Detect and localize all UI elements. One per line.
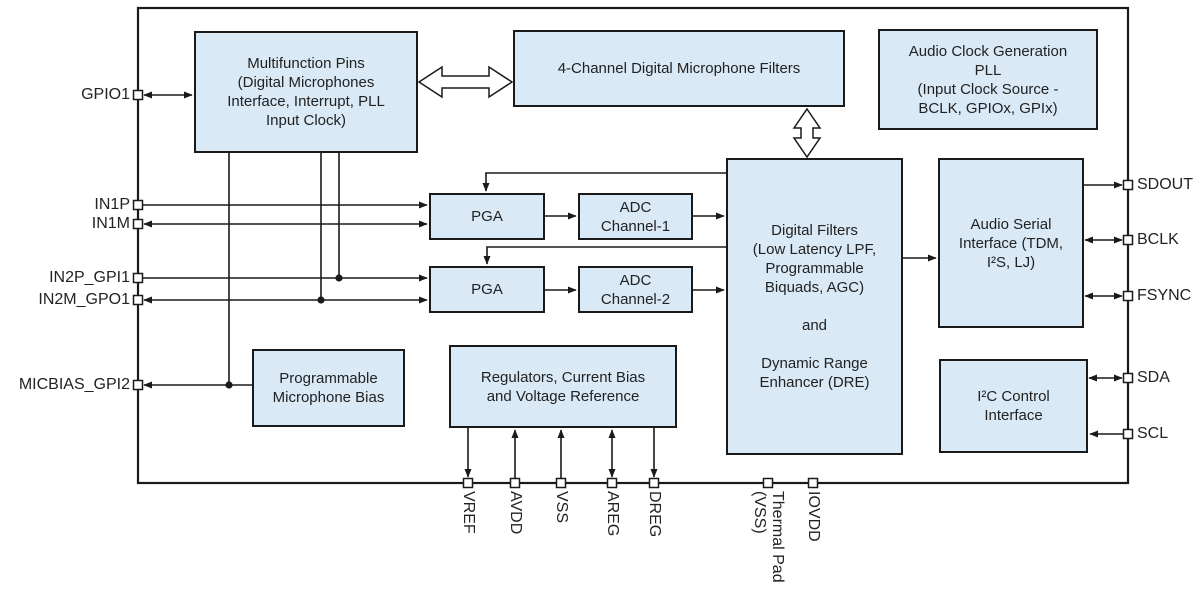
pin-label-avdd: AVDD xyxy=(507,491,524,535)
block-regulators-references: Regulators, Current Bias and Voltage Ref… xyxy=(449,345,677,428)
block-programmable-mic-bias: Programmable Microphone Bias xyxy=(252,349,405,427)
pin-gpio1 xyxy=(132,89,144,101)
pin-label-scl: SCL xyxy=(1137,425,1169,442)
pin-label-areg: AREG xyxy=(604,491,621,537)
block-4ch-digital-mic-filters: 4-Channel Digital Microphone Filters xyxy=(513,30,845,107)
block-adc-channel-1: ADC Channel-1 xyxy=(578,193,693,240)
pin-scl xyxy=(1122,428,1134,440)
pin-in2p-gpi1 xyxy=(132,272,144,284)
pin-vref xyxy=(462,477,474,489)
pin-label-vss: VSS xyxy=(553,491,570,524)
pin-dreg xyxy=(648,477,660,489)
pin-bclk xyxy=(1122,234,1134,246)
block-multifunction-pins: Multifunction Pins (Digital Microphones … xyxy=(194,31,418,153)
pin-label-iovdd: IOVDD xyxy=(805,491,822,542)
pin-label-in2p-gpi1: IN2P_GPI1 xyxy=(49,269,130,286)
pin-iovdd xyxy=(807,477,819,489)
junction-dot xyxy=(317,296,325,304)
pin-label-sdout: SDOUT xyxy=(1137,176,1193,193)
pin-thermal-pad xyxy=(762,477,774,489)
pin-label-in1p: IN1P xyxy=(94,196,130,213)
pin-in1m xyxy=(132,218,144,230)
pin-label-vref: VREF xyxy=(460,491,477,534)
block-pga-2: PGA xyxy=(429,266,545,313)
block-audio-serial-interface: Audio Serial Interface (TDM, I²S, LJ) xyxy=(938,158,1084,328)
pin-sdout xyxy=(1122,179,1134,191)
pin-label-sda: SDA xyxy=(1137,369,1170,386)
pin-micbias-gpi2 xyxy=(132,379,144,391)
pin-label-fsync: FSYNC xyxy=(1137,287,1192,304)
pin-avdd xyxy=(509,477,521,489)
pin-label-in2m-gpo1: IN2M_GPO1 xyxy=(38,291,130,308)
block-pga-1: PGA xyxy=(429,193,545,240)
wire-agc-feedback-1 xyxy=(482,172,726,192)
chip-outline xyxy=(136,6,1130,485)
pin-areg xyxy=(606,477,618,489)
pin-in1p xyxy=(132,199,144,211)
pin-vss xyxy=(555,477,567,489)
pin-label-in1m: IN1M xyxy=(91,215,130,232)
block-audio-clock-pll: Audio Clock Generation PLL (Input Clock … xyxy=(878,29,1098,130)
pin-label-gpio1: GPIO1 xyxy=(81,86,130,103)
pin-pads xyxy=(132,89,1134,489)
junction-dot xyxy=(335,274,343,282)
pin-label-bclk: BCLK xyxy=(1137,231,1179,248)
junction-dot xyxy=(225,381,233,389)
pin-label-dreg: DREG xyxy=(646,491,663,538)
pin-sda xyxy=(1122,372,1134,384)
pin-label-thermal-pad: Thermal Pad (VSS) xyxy=(751,491,786,583)
pin-fsync xyxy=(1122,290,1134,302)
block-i2c-control-interface: I²C Control Interface xyxy=(939,359,1088,453)
block-digital-filters-dre: Digital Filters (Low Latency LPF, Progra… xyxy=(726,158,903,455)
pin-in2m-gpo1 xyxy=(132,294,144,306)
block-adc-channel-2: ADC Channel-2 xyxy=(578,266,693,313)
double-arrow-micfilters-filters xyxy=(792,107,822,159)
pin-label-micbias-gpi2: MICBIAS_GPI2 xyxy=(18,376,130,393)
double-arrow-mfp-micfilters xyxy=(417,65,514,99)
wire-agc-feedback-2 xyxy=(483,246,726,265)
